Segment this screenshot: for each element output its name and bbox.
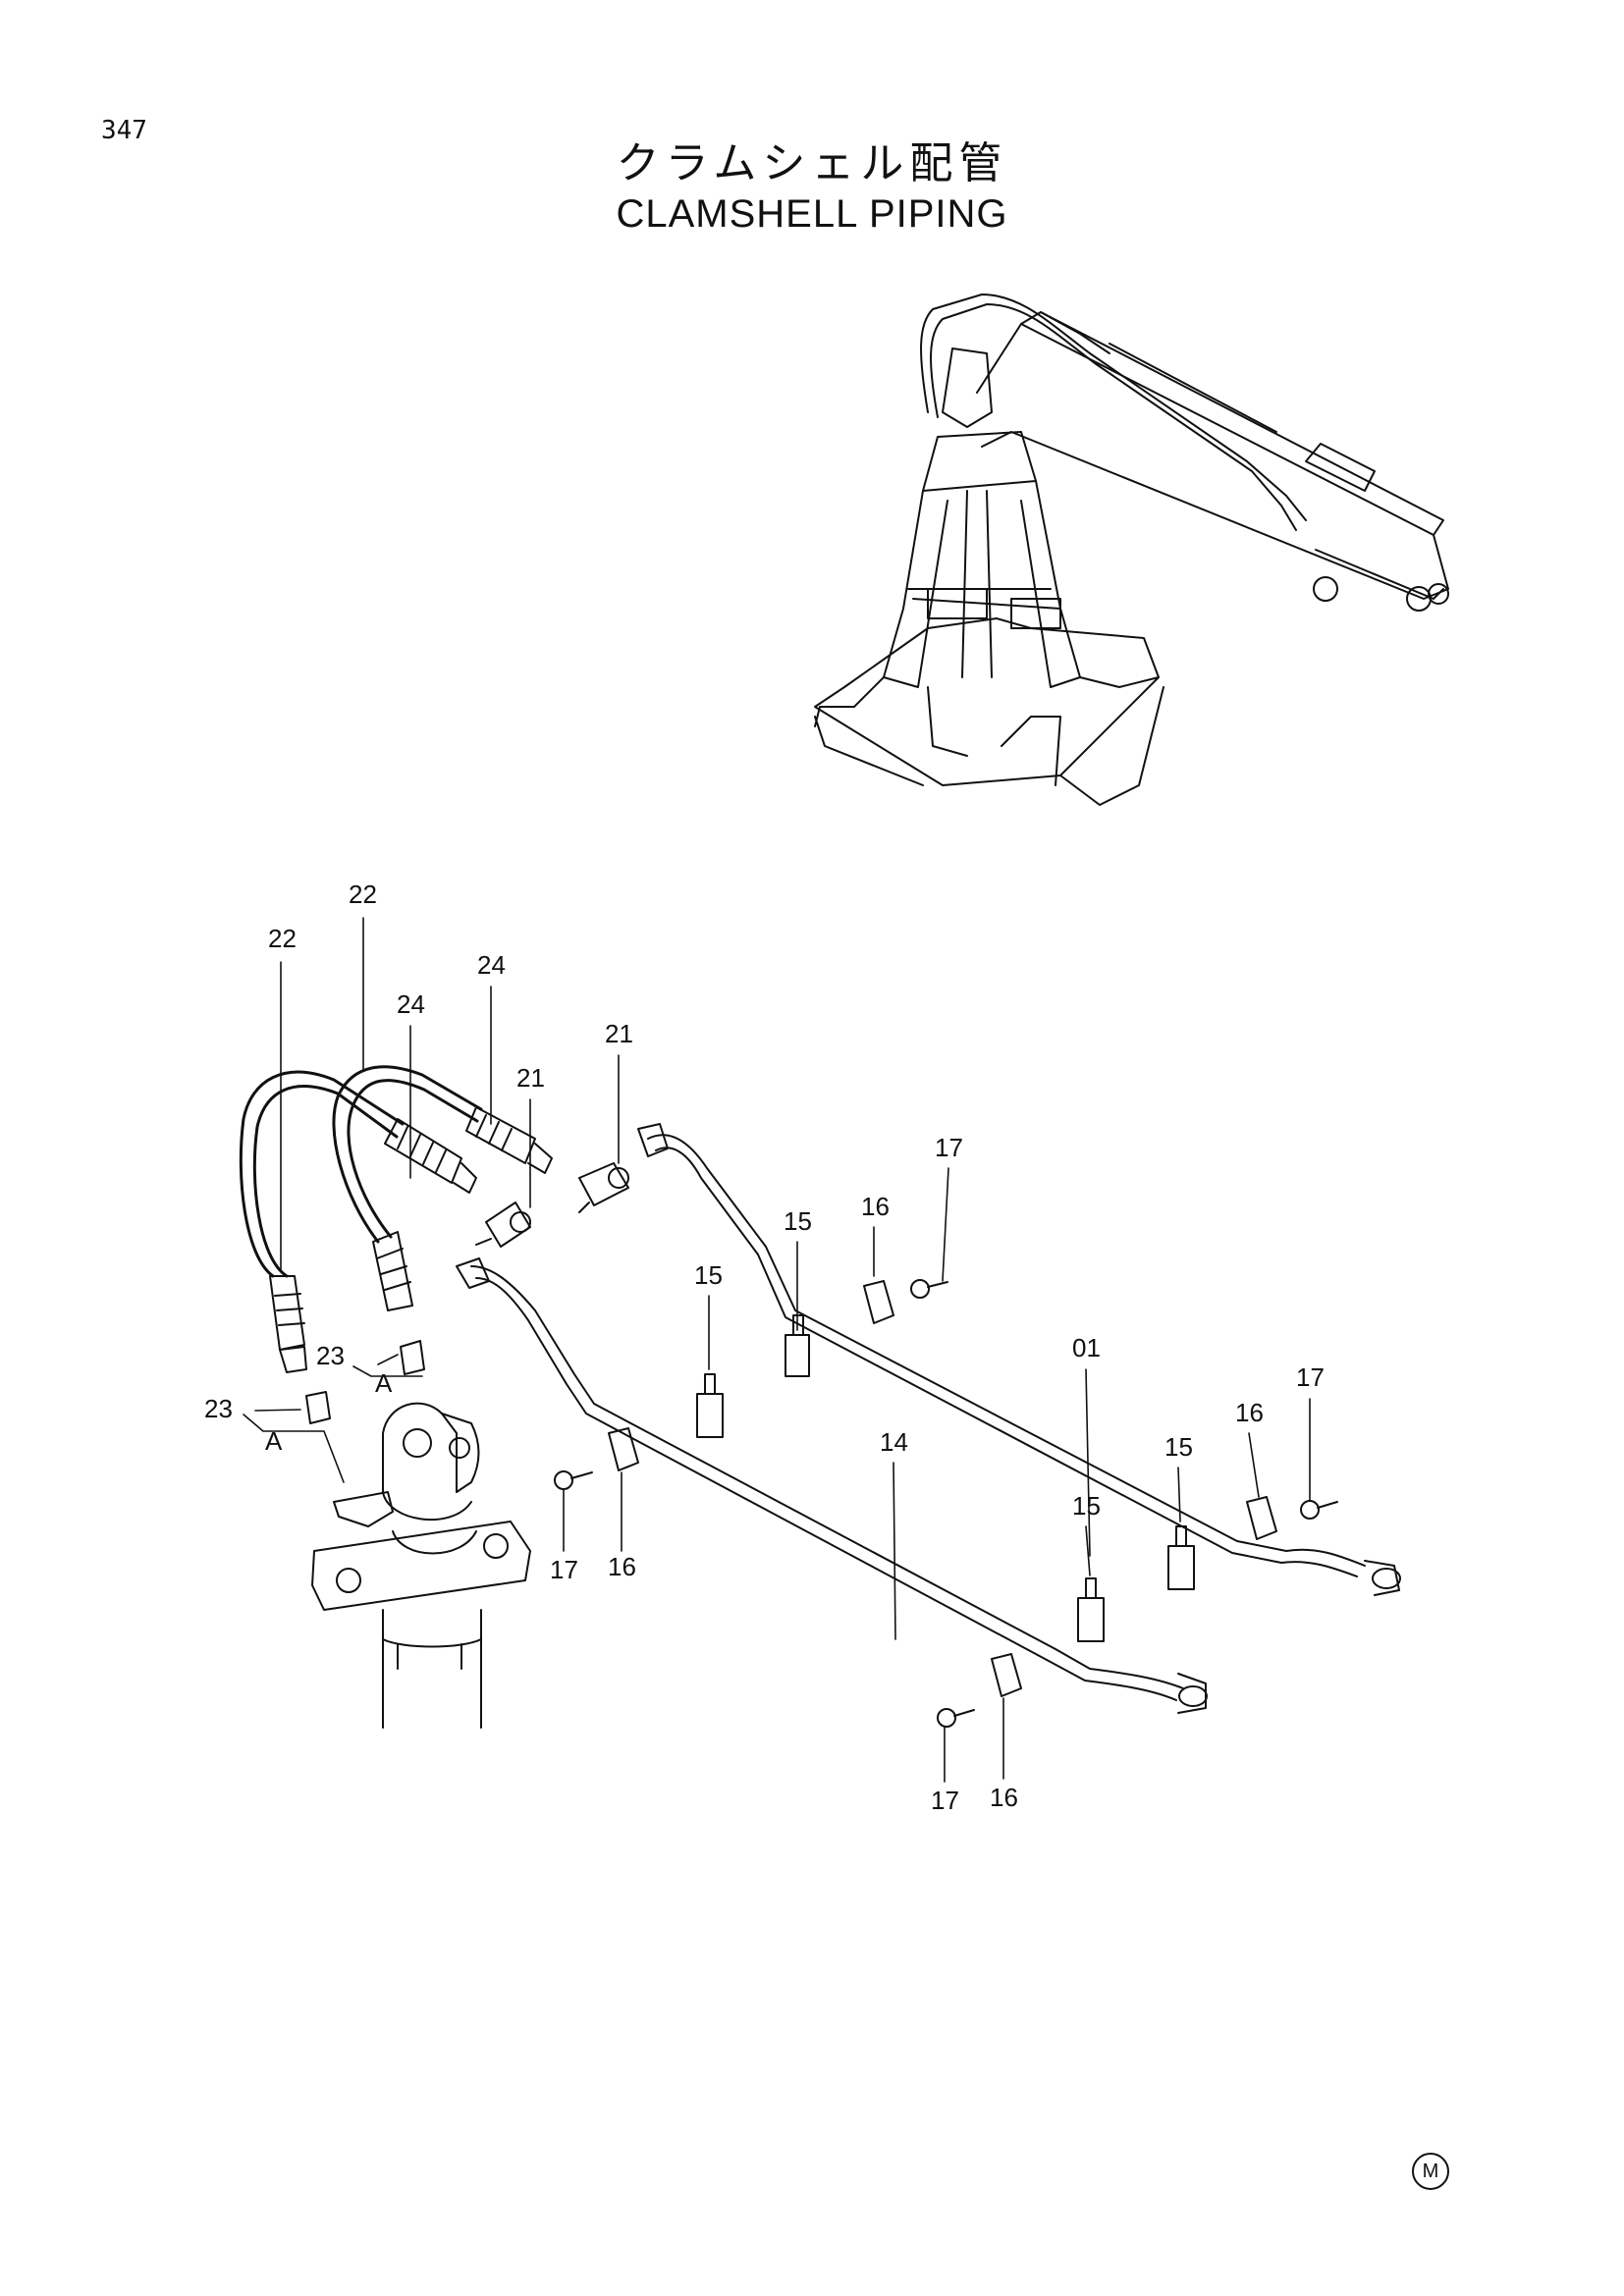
clamshell-bucket — [814, 347, 1164, 806]
title-japanese: クラムシェル配管 — [616, 138, 1008, 188]
callout-16: 16 — [1235, 1398, 1264, 1427]
hose-22-right — [332, 1065, 483, 1244]
leader-lines — [243, 917, 1311, 1783]
coupling-24-a — [384, 1118, 477, 1194]
callout-22: 22 — [268, 924, 297, 953]
boom-hoses — [920, 294, 1307, 531]
steel-pipe-01 — [637, 1123, 1401, 1596]
callout-15: 15 — [1164, 1432, 1193, 1462]
detail-illustration — [239, 1065, 1401, 1729]
hose-end-fittings — [269, 1231, 413, 1373]
elbow-21-b — [578, 1162, 629, 1213]
elbow-21-a — [475, 1201, 531, 1248]
callouts: 22 22 24 24 21 21 17 16 15 15 01 17 16 1… — [204, 880, 1325, 1815]
callout-a: A — [265, 1426, 283, 1456]
boom-arm — [976, 311, 1449, 612]
callout-23: 23 — [316, 1341, 345, 1370]
callout-23: 23 — [204, 1394, 233, 1423]
callout-15: 15 — [784, 1206, 812, 1236]
callout-14: 14 — [880, 1427, 908, 1457]
title-english: CLAMSHELL PIPING — [616, 192, 1008, 236]
cylinder-mount — [311, 1402, 531, 1729]
callout-01: 01 — [1072, 1333, 1101, 1362]
callout-24: 24 — [477, 950, 506, 980]
callout-16: 16 — [608, 1552, 636, 1581]
callout-a: A — [375, 1368, 393, 1398]
callout-17: 17 — [931, 1786, 959, 1815]
page-number: 347 — [101, 116, 147, 145]
callout-17: 17 — [935, 1133, 963, 1162]
callout-16: 16 — [990, 1783, 1018, 1812]
callout-22: 22 — [349, 880, 377, 909]
callout-15: 15 — [694, 1260, 723, 1290]
clamps-15 — [696, 1314, 1195, 1642]
callout-17: 17 — [1296, 1362, 1325, 1392]
manufacturer-mark: M — [1412, 2153, 1449, 2190]
callout-21: 21 — [605, 1019, 633, 1048]
callout-21: 21 — [516, 1063, 545, 1093]
coupling-24-b — [465, 1106, 553, 1174]
brackets-16 — [608, 1280, 1277, 1697]
callout-15: 15 — [1072, 1491, 1101, 1521]
callout-17: 17 — [550, 1555, 578, 1584]
adapters-23 — [305, 1340, 425, 1424]
callout-24: 24 — [397, 989, 425, 1019]
callout-16: 16 — [861, 1192, 890, 1221]
overview-illustration — [814, 294, 1449, 806]
steel-pipe-14 — [456, 1257, 1208, 1714]
bolts-17 — [554, 1279, 1338, 1728]
hose-22-left — [239, 1070, 405, 1278]
